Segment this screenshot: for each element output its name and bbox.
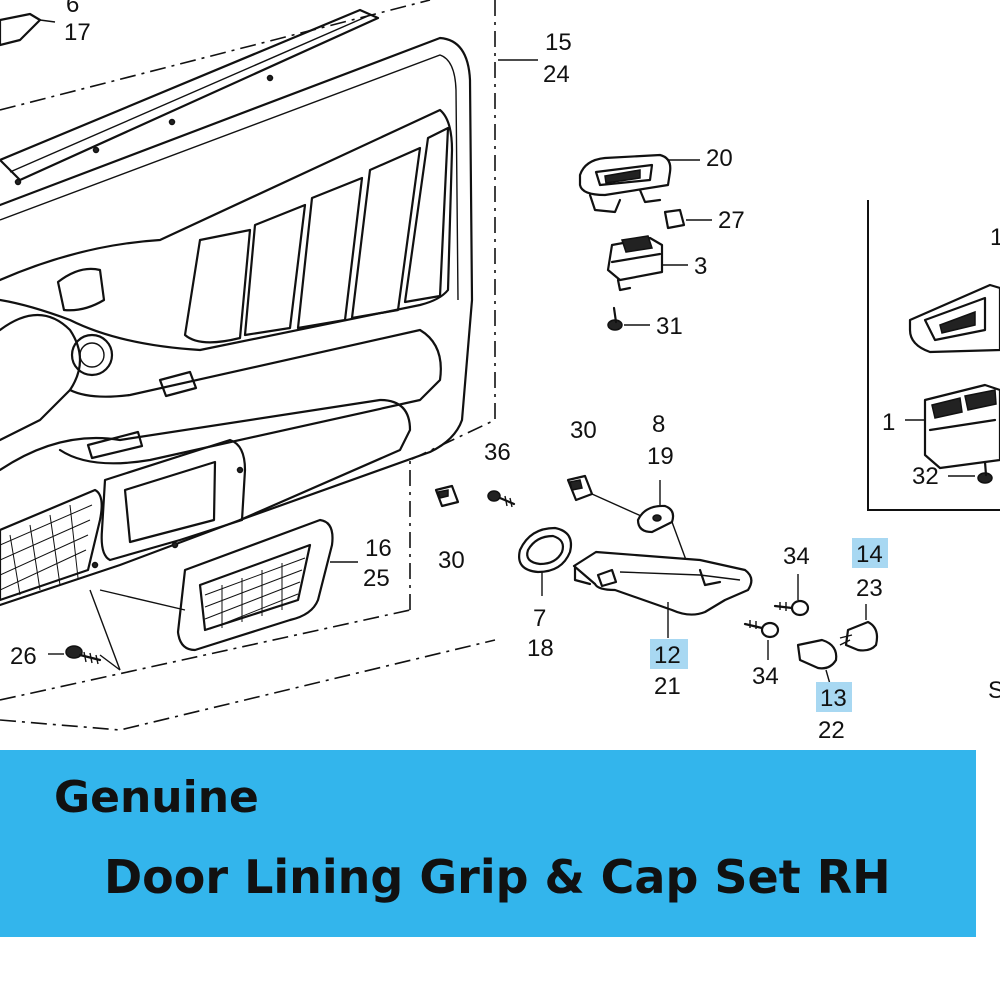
door-lining-grip — [572, 550, 753, 638]
callout-6: 6 — [66, 0, 79, 18]
window-switch-assembly — [578, 153, 712, 331]
product-title-banner: Genuine Door Lining Grip & Cap Set RH — [0, 750, 976, 937]
callout-31: 31 — [656, 313, 683, 340]
callout-34-lower: 34 — [752, 663, 779, 690]
callout-30-right: 30 — [570, 417, 597, 444]
callout-14: 14 — [856, 541, 883, 568]
callout-17: 17 — [64, 19, 91, 46]
callout-34-upper: 34 — [783, 543, 810, 570]
banner-line-genuine: Genuine — [54, 772, 259, 823]
callout-32: 32 — [912, 463, 939, 490]
grip-cap-13 — [796, 638, 838, 685]
callout-22: 22 — [818, 717, 845, 744]
callout-labels: 6 17 15 24 20 27 3 31 1 1 32 30 36 30 8 … — [10, 0, 1000, 744]
callout-23: 23 — [856, 575, 883, 602]
switch-inset-box — [867, 200, 1000, 511]
callout-27: 27 — [718, 207, 745, 234]
callout-13: 13 — [820, 685, 847, 712]
callout-s: S — [988, 677, 1000, 704]
callout-20: 20 — [706, 145, 733, 172]
callout-3: 3 — [694, 253, 707, 280]
clip-6 — [0, 12, 56, 47]
callout-14-highlight — [852, 538, 888, 568]
callout-26: 26 — [10, 643, 37, 670]
callout-19: 19 — [647, 443, 674, 470]
screw-34-lower — [743, 620, 780, 660]
door-pocket-mesh — [99, 518, 334, 652]
grip-cap-14 — [839, 604, 879, 652]
callout-16: 16 — [365, 535, 392, 562]
clip-30-left — [434, 484, 460, 508]
callout-15: 15 — [545, 29, 572, 56]
screw-36 — [487, 490, 516, 508]
bracket-8 — [636, 480, 687, 561]
callout-24: 24 — [543, 61, 570, 88]
callout-1: 1 — [882, 409, 895, 436]
callout-13-highlight — [816, 682, 852, 712]
callout-8: 8 — [652, 411, 665, 438]
clip-30-right — [566, 474, 651, 521]
door-trim-panel — [0, 0, 496, 731]
callout-18: 18 — [527, 635, 554, 662]
callout-36: 36 — [484, 439, 511, 466]
callout-30-left: 30 — [438, 547, 465, 574]
banner-line-product-name: Door Lining Grip & Cap Set RH — [104, 850, 891, 904]
screw-26 — [48, 645, 102, 665]
callout-12: 12 — [654, 642, 681, 669]
callout-12-highlight — [650, 639, 688, 669]
callout-21: 21 — [654, 673, 681, 700]
grommet-7 — [518, 526, 573, 596]
callout-25: 25 — [363, 565, 390, 592]
screw-34-upper — [773, 574, 810, 617]
callout-1-top: 1 — [990, 224, 1000, 251]
callout-7: 7 — [533, 605, 546, 632]
